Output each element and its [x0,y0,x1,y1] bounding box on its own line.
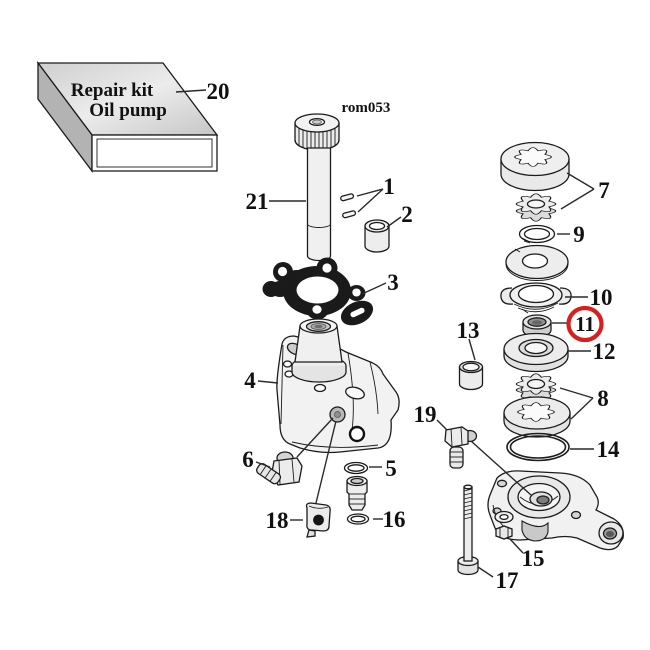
callout-19: 19 [414,402,437,427]
leader-lines [175,89,595,578]
elbow-fitting-19 [444,426,478,469]
cup-washer-12 [503,332,569,373]
check-valve [346,475,368,511]
callout-7: 7 [598,178,610,203]
gear-shaft [294,113,340,262]
callout-15: 15 [522,546,545,571]
callout-16: 16 [383,507,406,532]
callout-11: 11 [575,312,595,336]
o-ring-14 [506,432,570,462]
spring-retainer-10 [500,282,572,314]
retainer-clip [305,502,331,538]
dowel-pins [340,193,357,219]
highlight-circle [566,305,604,343]
kit-box-line2: Oil pump [89,100,167,121]
callout-20: 20 [207,79,230,104]
callout-4: 4 [244,368,256,393]
kit-box-line1: Repair kit [71,80,154,101]
diagram-code: rom053 [342,100,391,116]
callout-21: 21 [246,189,269,214]
gear-teeth [298,128,336,150]
gasket-holes [277,263,365,318]
flat-washer [505,244,569,281]
callout-10: 10 [590,285,613,310]
callout-2: 2 [401,202,413,227]
callout-13: 13 [457,318,480,343]
snap-ring-9 [518,224,556,244]
body-bolt-hole [348,425,366,443]
callout-6: 6 [242,447,254,472]
bushing-small [364,219,390,253]
gerotor-ring-gear-8 [503,396,571,438]
mounting-bolt-17 [457,484,479,576]
hose-fitting [256,451,303,486]
gerotor-star-gear-8 [515,373,557,401]
pump-body [276,318,400,454]
o-ring-16 [346,513,370,525]
gerotor-star-gear-7 [515,193,557,222]
pump-cover [487,470,624,551]
bolt-threads [463,488,473,520]
callout-18: 18 [266,508,289,533]
callout-9: 9 [573,222,585,247]
repair-kit-box: Repair kit Oil pump [36,61,219,173]
callout-17: 17 [496,568,519,593]
o-ring-5 [343,461,369,475]
callout-5: 5 [385,456,397,481]
callout-3: 3 [387,270,399,295]
callout-8: 8 [597,386,609,411]
gerotor-ring-gear-7 [500,141,570,192]
callout-14: 14 [597,437,621,462]
washer-nut-15 [494,510,514,540]
bushing-13 [458,360,484,391]
callout-1: 1 [383,174,395,199]
gasket [262,257,374,326]
callout-12: 12 [593,339,616,364]
